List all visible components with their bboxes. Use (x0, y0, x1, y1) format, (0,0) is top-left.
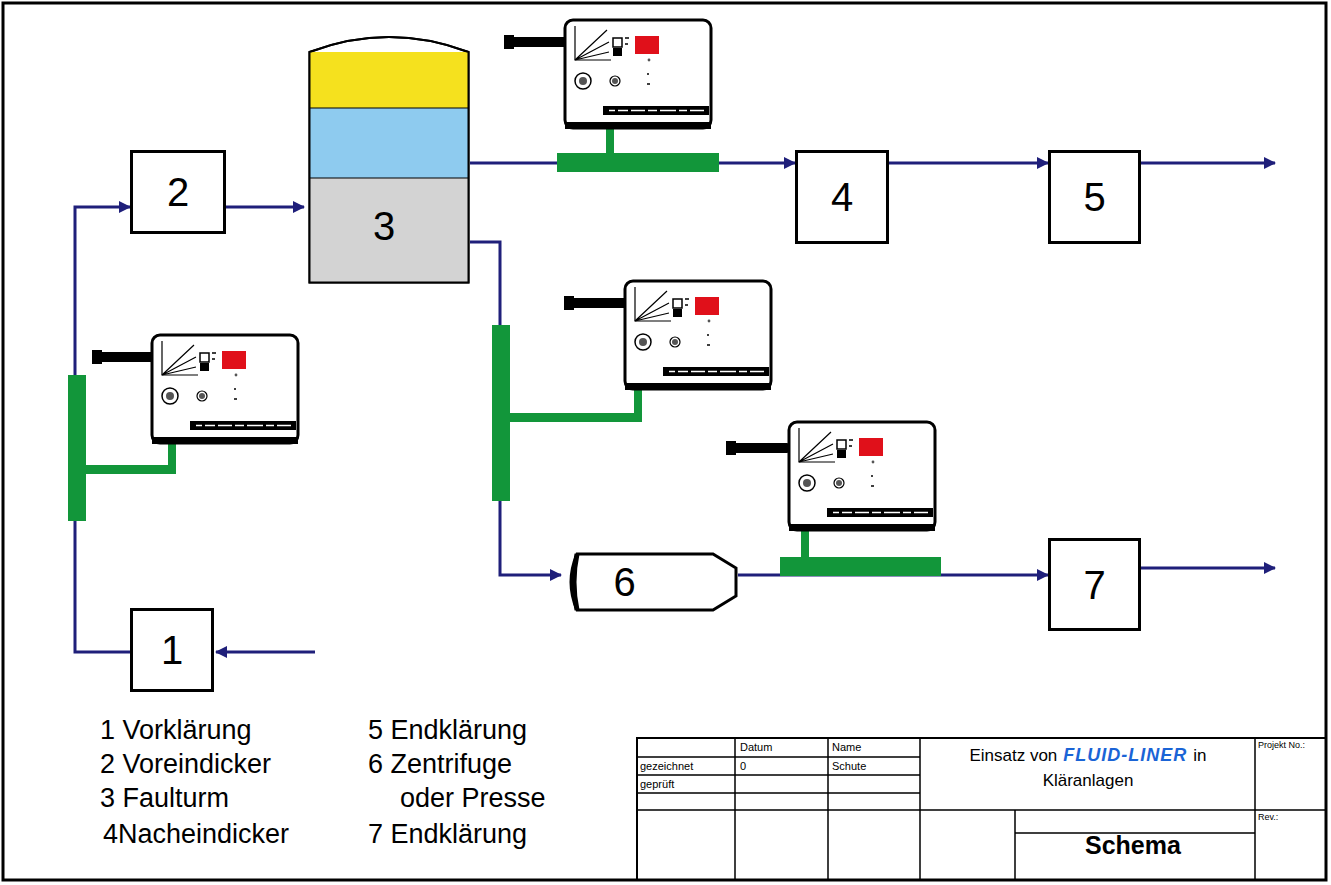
inlet-arrow (216, 651, 315, 654)
node-number: 6 (613, 562, 635, 602)
node-number: 5 (1083, 177, 1105, 217)
node-number: 3 (373, 206, 395, 246)
table-cell: geprüft (640, 778, 674, 790)
title-text: in (1193, 747, 1206, 766)
measuring-pipe (68, 128, 941, 576)
brand-name: FLUID-LINER (1063, 746, 1187, 766)
node-number: 7 (1083, 565, 1105, 605)
node-number: 1 (161, 630, 183, 670)
process-box: 4 (795, 150, 889, 244)
legend-entry: 7 Endklärung (368, 820, 527, 850)
process-box: 1 (130, 608, 214, 692)
table-cell: Name (832, 741, 861, 753)
node-number: 2 (167, 172, 189, 212)
outlet-arrow (1140, 567, 1275, 570)
table-cell: Schute (832, 760, 866, 772)
table-cell: 0 (740, 760, 746, 772)
title-text: Einsatz von (969, 747, 1057, 766)
legend-entry: 2 Voreindicker (100, 750, 271, 780)
table-cell: gezeichnet (640, 760, 693, 772)
centrifuge-outline (563, 552, 738, 612)
flow-arrow (889, 162, 1048, 165)
node-number: 4 (831, 177, 853, 217)
table-cell: Datum (740, 741, 772, 753)
legend-entry: oder Presse (400, 784, 546, 814)
process-box: 7 (1048, 538, 1141, 631)
title-text: Kläranlagen (1043, 772, 1134, 791)
table-cell: Projekt No.: (1258, 741, 1305, 751)
outlet-arrow (1140, 162, 1275, 165)
title-block (3, 3, 1326, 880)
legend-entry: 1 Vorklärung (100, 716, 252, 746)
process-box: 5 (1048, 150, 1141, 244)
legend-entry: 4Nacheindicker (103, 820, 289, 850)
table-cell: Rev.: (1258, 813, 1278, 823)
process-box: 2 (130, 150, 226, 234)
digester-tower: 3 (308, 28, 470, 284)
legend-entry: 6 Zentrifuge (368, 750, 512, 780)
centrifuge-shape: 6 (563, 552, 738, 612)
drawing-type: Schema (1085, 832, 1181, 860)
flow-arrow (226, 206, 304, 209)
flow-arrow (470, 242, 561, 575)
legend-entry: 5 Endklärung (368, 716, 527, 746)
measuring-device (92, 20, 935, 531)
legend-entry: 3 Faulturm (100, 784, 229, 814)
